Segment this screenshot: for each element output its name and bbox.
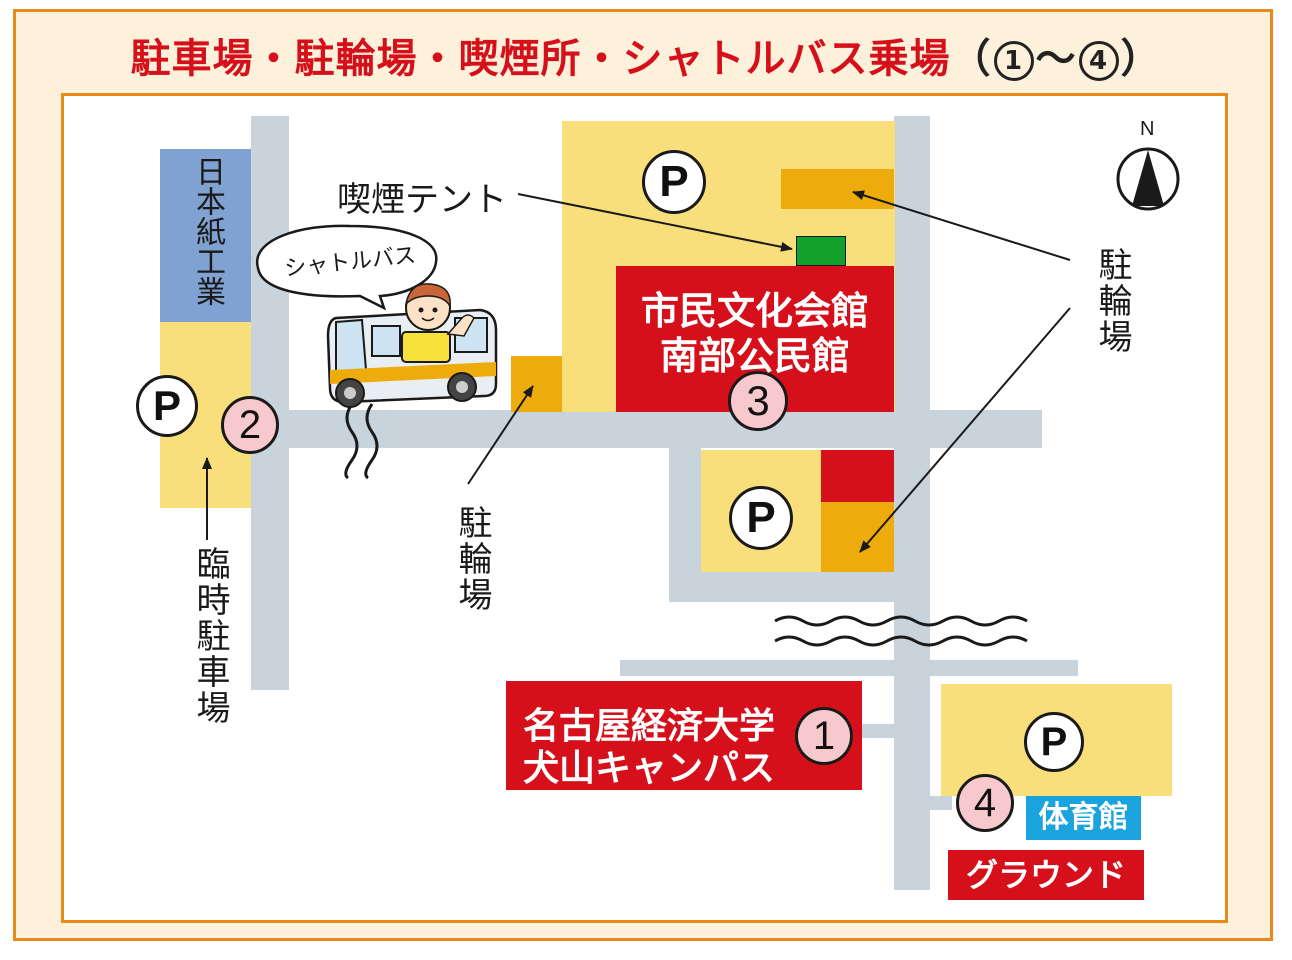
temp-parking-label: 臨時駐車場: [190, 546, 230, 726]
road-center-horizontal: [669, 572, 929, 602]
road-gym-link: [928, 796, 952, 810]
title-marker-1: 1: [993, 41, 1034, 81]
parking-icon: P: [642, 150, 706, 214]
smoking-tent: [796, 236, 846, 266]
river-squiggle: [774, 615, 1028, 647]
civic-hall-subname: 南部公民館: [659, 334, 850, 378]
smoking-tent-label: 喫煙テント: [337, 180, 507, 220]
bike-parking-top: [781, 169, 894, 209]
university-name: 名古屋経済大学: [522, 706, 775, 747]
north-compass: [1116, 147, 1180, 211]
arrow-bike-lower: [859, 307, 1071, 553]
marker-4: 4: [956, 774, 1014, 832]
bike-parking-mid-label: 駐輪場: [452, 505, 492, 613]
speech-bubble: [255, 224, 438, 311]
marker-2: 2: [221, 396, 279, 454]
road-center-vertical: [669, 410, 701, 600]
parking-icon: P: [729, 486, 793, 550]
civic-hall-name: 市民文化会館: [640, 289, 869, 333]
arrow-smoking-tent: [517, 193, 793, 252]
university-campus: 犬山キャンパス: [522, 748, 775, 789]
marker-1: 1: [795, 707, 853, 765]
road-squiggle: [344, 403, 379, 480]
compass-n-label: N: [1140, 118, 1155, 140]
nihonshi-factory: [160, 149, 251, 322]
building-red-small: [821, 450, 894, 502]
title-open-paren: （: [950, 36, 992, 82]
shuttle-bus-icon: [326, 283, 498, 408]
title-tilde: 〜: [1035, 36, 1077, 82]
road-lower-horizontal: [620, 660, 1078, 676]
marker-3: 3: [728, 371, 788, 431]
arrows: [202, 190, 1071, 553]
bike-parking-left: [511, 356, 562, 412]
road-university-link: [862, 724, 900, 738]
bike-parking-right-label: 駐輪場: [1092, 247, 1132, 355]
gym-label: 体育館: [1026, 796, 1141, 840]
arrow-bike-left: [467, 385, 534, 485]
title-marker-4: 4: [1078, 41, 1119, 81]
parking-icon: P: [136, 375, 198, 437]
bike-parking-lower: [821, 502, 894, 572]
title-close-paren: ）: [1120, 36, 1162, 82]
road-right-vertical: [894, 116, 930, 890]
parking-icon: P: [1024, 712, 1084, 772]
ground-label: グラウンド: [948, 850, 1144, 900]
arrow-bike-top: [852, 190, 1071, 261]
map-title: 駐車場・駐輪場・喫煙所・シャトルバス乗場（1〜4）: [0, 26, 1292, 84]
title-main: 駐車場・駐輪場・喫煙所・シャトルバス乗場: [130, 36, 951, 82]
nihonshi-factory-label: 日本紙工業: [190, 156, 225, 306]
